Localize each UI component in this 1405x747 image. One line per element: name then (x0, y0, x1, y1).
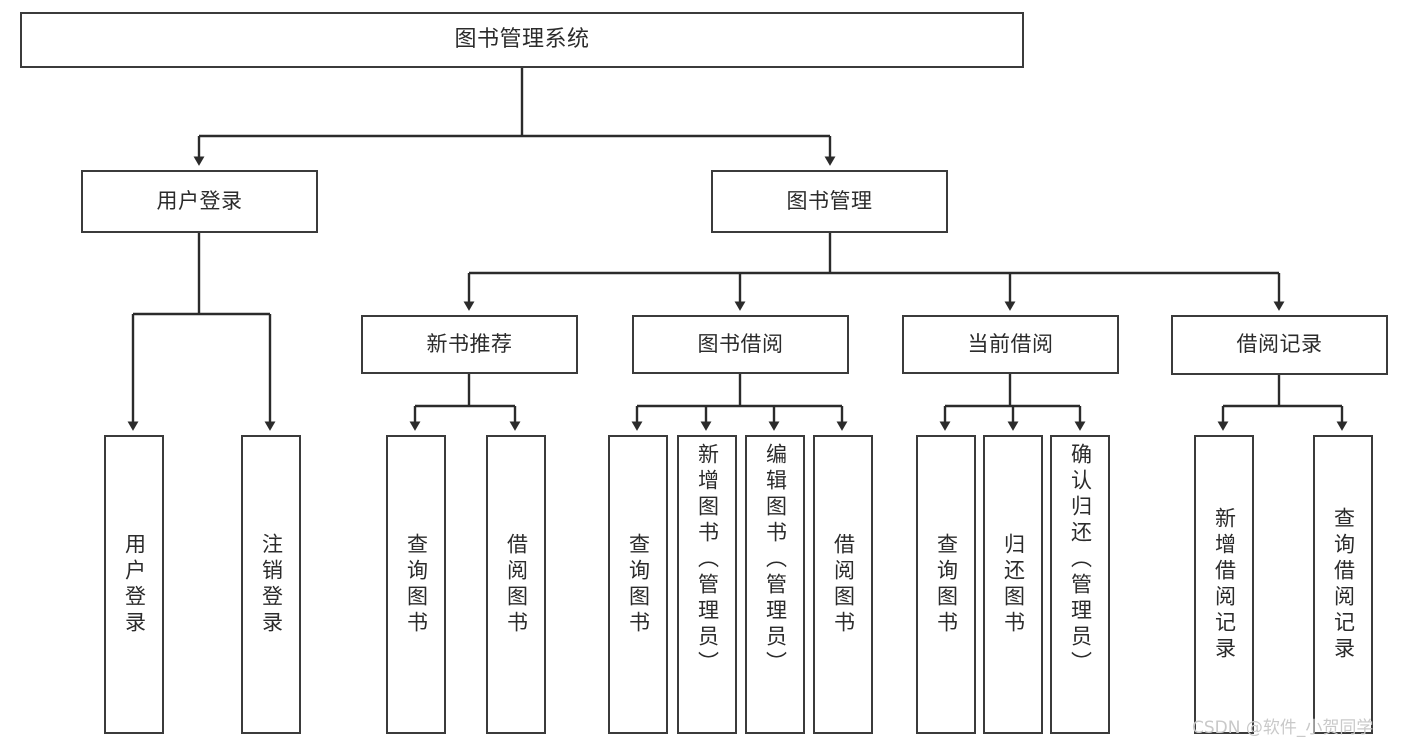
node-label: 借阅图书 (831, 532, 856, 637)
node-book-borrow[interactable]: 图书借阅 (632, 315, 849, 374)
leaf-logout-login[interactable]: 注销登录 (241, 435, 301, 734)
csdn-watermark: CSDN @软件_小贺同学 (1192, 718, 1374, 738)
node-label: 查询图书 (404, 532, 429, 637)
node-current-borrow[interactable]: 当前借阅 (902, 315, 1119, 374)
node-label: 借阅图书 (504, 532, 529, 637)
node-label: 新书推荐 (426, 331, 513, 356)
node-label: 查询借阅记录 (1331, 506, 1356, 663)
node-user-login[interactable]: 用户登录 (81, 170, 318, 233)
leaf-query-book-current[interactable]: 查询图书 (916, 435, 976, 734)
node-label: 借阅记录 (1236, 332, 1323, 357)
node-new-book-recommendation[interactable]: 新书推荐 (361, 315, 578, 374)
node-label: 新增借阅记录 (1212, 506, 1237, 663)
leaf-add-book-admin[interactable]: 新增图书（管理员） (677, 435, 737, 734)
leaf-add-borrow-record[interactable]: 新增借阅记录 (1194, 435, 1254, 734)
node-label: 用户登录 (156, 188, 243, 213)
leaf-user-login[interactable]: 用户登录 (104, 435, 164, 734)
leaf-query-book-recommendation[interactable]: 查询图书 (386, 435, 446, 734)
node-borrow-record[interactable]: 借阅记录 (1171, 315, 1388, 375)
node-label: 归还图书 (1001, 532, 1026, 637)
leaf-edit-book-admin[interactable]: 编辑图书（管理员） (745, 435, 805, 734)
leaf-query-book-borrow[interactable]: 查询图书 (608, 435, 668, 734)
node-root-book-management-system[interactable]: 图书管理系统 (20, 12, 1024, 68)
leaf-borrow-book-recommendation[interactable]: 借阅图书 (486, 435, 546, 734)
node-label: 图书管理系统 (454, 26, 590, 52)
node-label: 查询图书 (934, 532, 959, 637)
node-label: 图书管理 (786, 188, 873, 213)
node-label: 用户登录 (122, 532, 147, 637)
leaf-confirm-return-admin[interactable]: 确认归还（管理员） (1050, 435, 1110, 734)
node-label: 图书借阅 (697, 331, 784, 356)
node-label: 编辑图书（管理员） (763, 443, 788, 677)
leaf-borrow-book[interactable]: 借阅图书 (813, 435, 873, 734)
node-label: 查询图书 (626, 532, 651, 637)
node-label: 注销登录 (259, 532, 284, 637)
leaf-query-borrow-record[interactable]: 查询借阅记录 (1313, 435, 1373, 734)
node-label: 确认归还（管理员） (1068, 443, 1093, 677)
node-book-management[interactable]: 图书管理 (711, 170, 948, 233)
leaf-return-book[interactable]: 归还图书 (983, 435, 1043, 734)
node-label: 新增图书（管理员） (695, 443, 720, 677)
node-label: 当前借阅 (967, 331, 1054, 356)
